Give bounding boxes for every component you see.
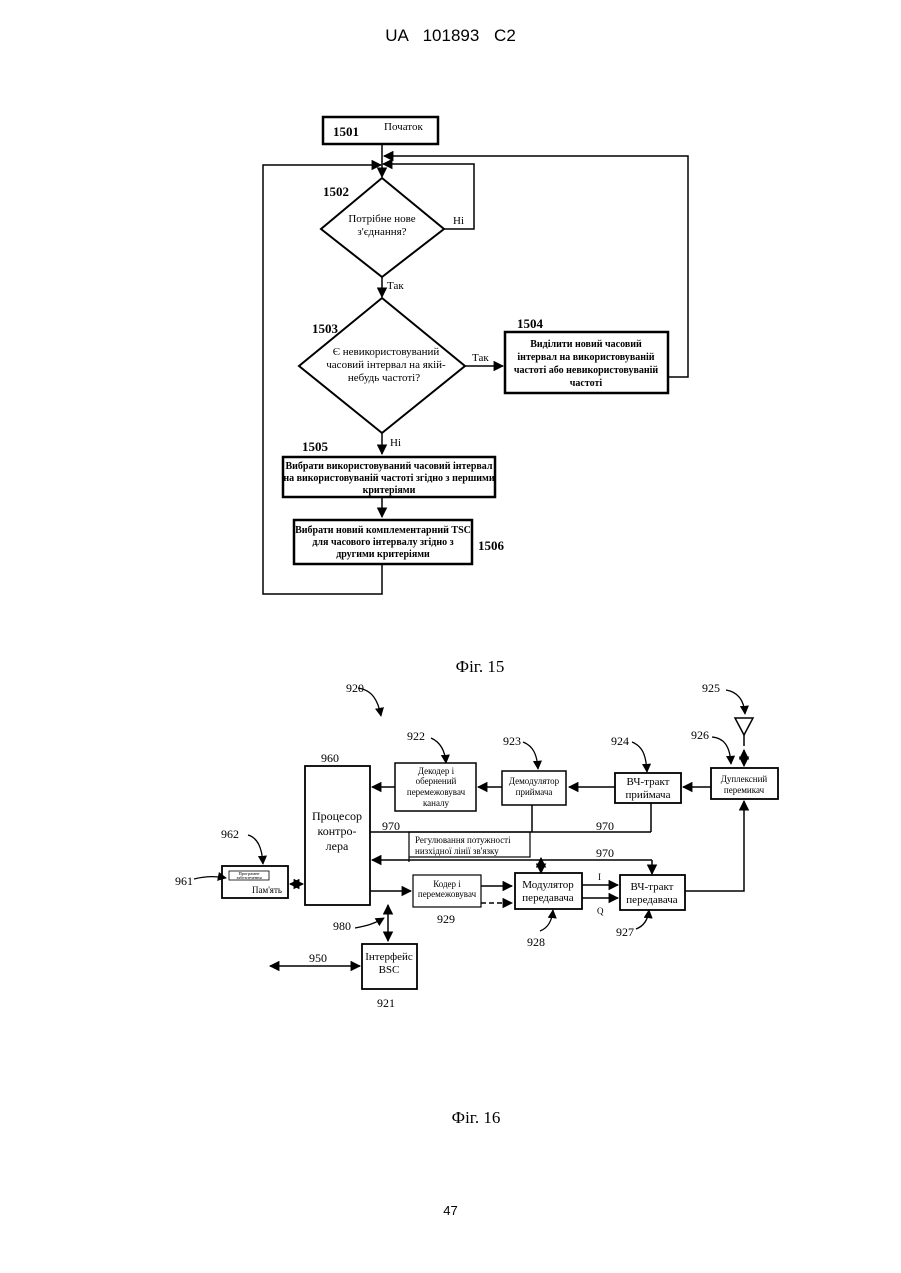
decision1-no: Ні [453,215,464,227]
box1505-line3: критеріями [363,485,416,496]
box1505-line2: на використовуваній частоті згідно з пер… [283,473,494,484]
box1505-line1: Вибрати використовуваний часовий інтерва… [285,461,492,472]
rf-rx-ref: 924 [611,734,629,748]
ref-980: 980 [333,919,351,933]
start-ref: 1501 [333,124,359,139]
iq-i-label: I [598,872,601,882]
box1504-line2: інтервал на використовуваній [517,352,654,363]
rf-tx-ref: 927 [616,925,634,939]
ref-920: 920 [346,681,364,695]
antenna-icon [735,718,753,735]
box1506-line3: другими критеріями [336,549,430,560]
decision2-line3: небудь частоті? [348,372,420,384]
bus-ref-3: 970 [596,846,614,860]
bsc-line2: BSC [379,964,400,976]
encoder-line2: перемежовувач [418,889,477,899]
decoder-line1: Декодер і [418,766,455,776]
controller-ref: 960 [321,751,339,765]
demod-ref: 923 [503,734,521,748]
decision2-line2: часовий інтервал на якій- [326,359,446,371]
box1505-ref: 1505 [302,439,329,454]
page-number: 47 [0,1203,901,1218]
demod-line1: Демодулятор [509,776,560,786]
rf-tx-line2: передавача [626,894,678,906]
box1506-line2: для часового інтервалу згідно з [312,537,453,548]
box1504-ref: 1504 [517,316,544,331]
box1504-line1: Виділити новий часовий [530,339,642,350]
rf-rx-line2: приймача [626,789,671,801]
decoder-ref: 922 [407,729,425,743]
fig16-texts: 920 925 926 Дуплексний перемикач 924 ВЧ-… [175,681,767,1127]
decision1-ref: 1502 [323,184,349,199]
memory-label: Пам'ять [252,885,282,895]
rf-rx-line1: ВЧ-тракт [627,776,670,788]
decoder-line3: перемежовувач [407,787,466,797]
iq-q-label: Q [597,906,604,916]
modulator-ref: 928 [527,935,545,949]
box1504-line4: частоті [570,378,603,389]
software-ref: 962 [221,827,239,841]
decision2-line1: Є невикористовуваний [333,346,440,358]
controller-line2: контро- [317,824,356,838]
decoder-line2: обернений [416,776,457,786]
decision1-line2: з'єднання? [357,226,406,238]
start-label: Початок [384,121,423,133]
box1504-line3: частоті або невикористовуваній [514,365,659,376]
bsc-line1: Інтерфейс [365,951,413,963]
decision2-ref: 1503 [312,321,339,336]
duplexer-ref: 926 [691,728,709,742]
box1506-ref: 1506 [478,538,505,553]
bus-ref-1: 970 [382,819,400,833]
power-ctrl-line2: низхідної лінії зв'язку [415,846,499,856]
decoder-line4: каналу [423,798,450,808]
decision1-line1: Потрібне нове [348,213,415,225]
controller-line1: Процесор [312,809,362,823]
decision2-no: Ні [390,437,401,449]
bsc-ref: 921 [377,996,395,1010]
box1506-line1: Вибрати новий комплементарний TSC [295,525,471,536]
modulator-line2: передавача [522,892,574,904]
encoder-line1: Кодер і [433,879,461,889]
bus-ref-2: 970 [596,819,614,833]
decision1-yes: Так [387,280,404,292]
encoder-ref: 929 [437,912,455,926]
decision2-yes: Так [472,352,489,364]
antenna-ref: 925 [702,681,720,695]
modulator-line1: Модулятор [522,879,574,891]
fig15-caption: Фіг. 15 [456,657,505,676]
ref-950: 950 [309,951,327,965]
duplexer-line2: перемикач [724,785,765,795]
rf-tx-line1: ВЧ-тракт [631,881,674,893]
power-ctrl-line1: Регулювання потужності [415,835,511,845]
software-line2: забезпечення [236,875,261,880]
controller-line3: лера [326,839,349,853]
memory-ref: 961 [175,874,193,888]
duplexer-line1: Дуплексний [721,774,768,784]
fig16-caption: Фіг. 16 [452,1108,501,1127]
demod-line2: приймача [516,787,553,797]
